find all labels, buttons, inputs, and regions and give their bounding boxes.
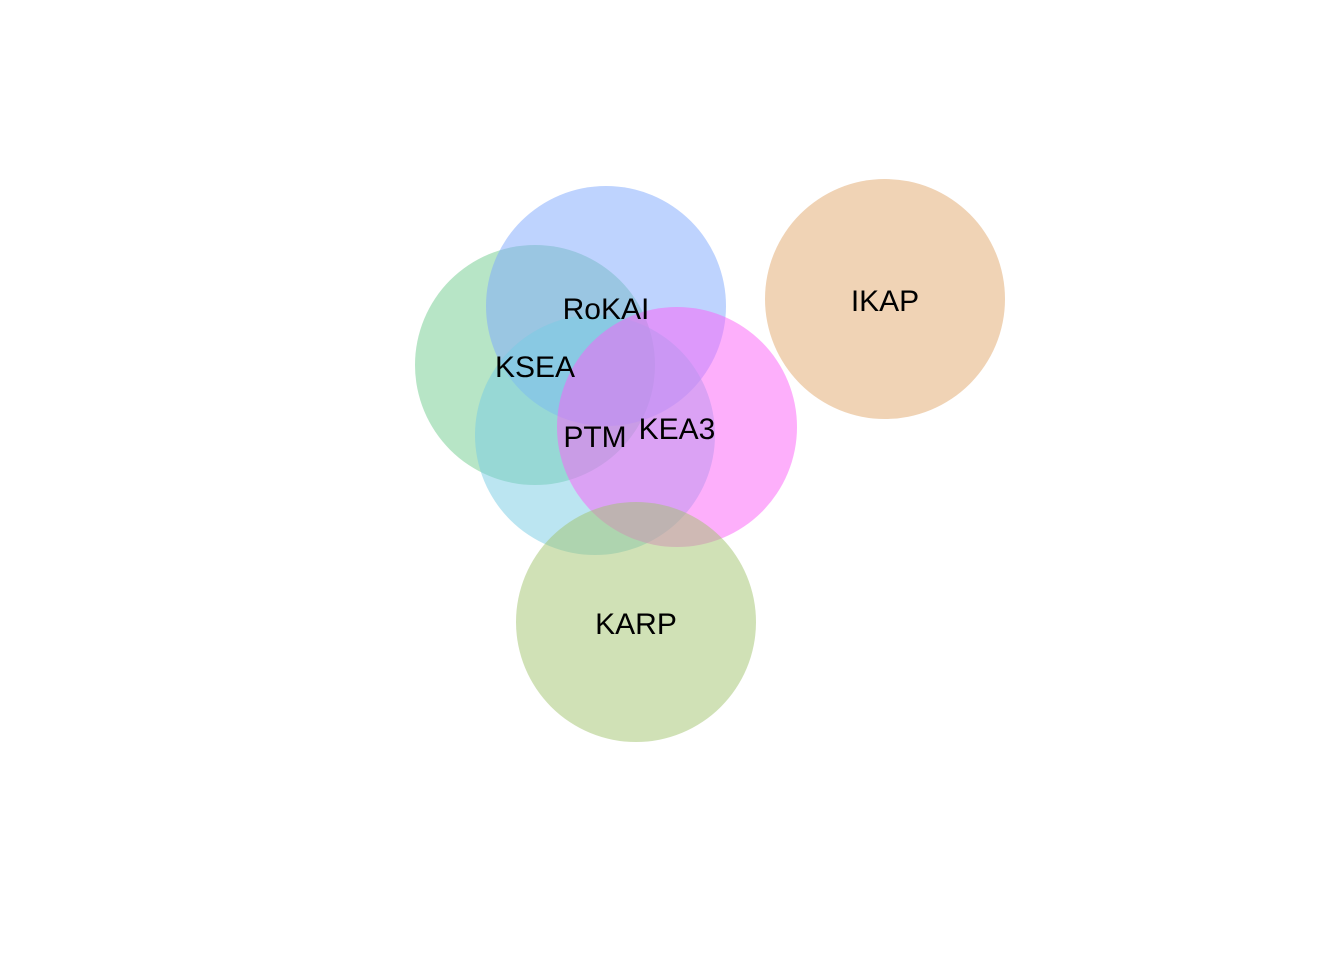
ptm-label: PTM (563, 421, 626, 454)
kea3-circle (557, 307, 797, 547)
kea3-label: KEA3 (639, 413, 716, 446)
karp-circle (516, 502, 756, 742)
ikap-label: IKAP (851, 285, 919, 318)
rokai-label: RoKAI (563, 293, 650, 326)
karp-label: KARP (595, 608, 677, 641)
ksea-label: KSEA (495, 351, 575, 384)
ikap-circle (765, 179, 1005, 419)
